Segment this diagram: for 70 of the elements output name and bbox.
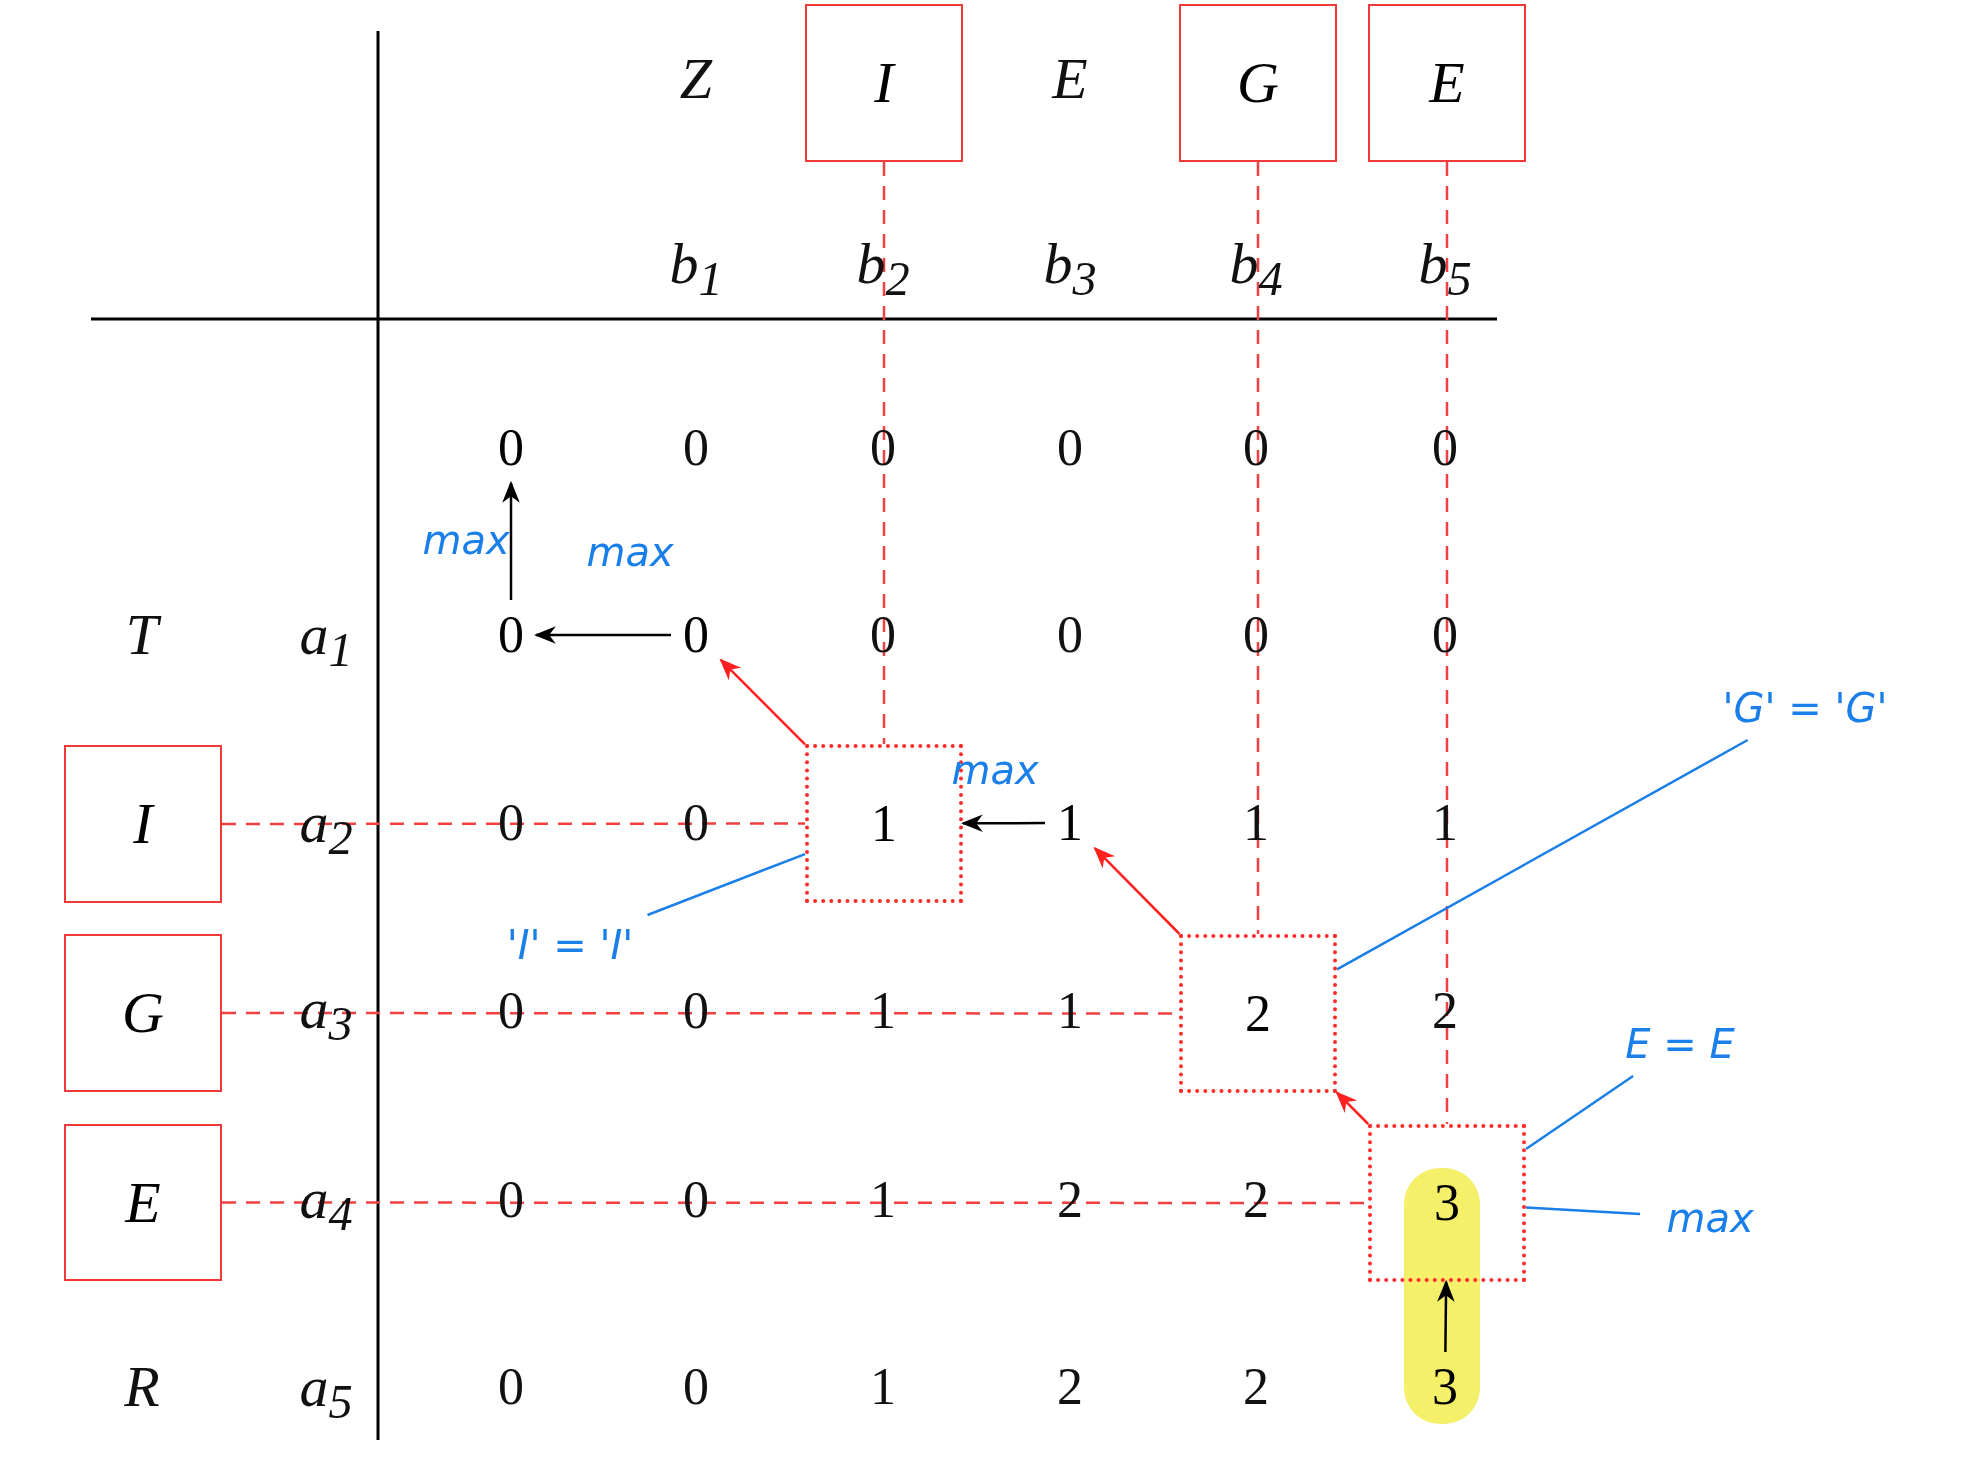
letter-box: G [64, 934, 222, 1092]
table-value: 0 [1432, 422, 1458, 474]
leader-line [647, 852, 806, 917]
sequence-letter: Z [679, 50, 713, 108]
handwritten-note: 'I' = 'I' [470, 915, 670, 975]
table-value: 1 [1432, 797, 1458, 849]
sequence-letter: E [1052, 50, 1088, 108]
letter-box: I [805, 4, 963, 162]
dashed-line [222, 822, 805, 826]
table-value: 1 [870, 985, 896, 1037]
table-value: 0 [683, 422, 709, 474]
sequence-letter: R [124, 1358, 160, 1416]
table-value: 0 [1057, 609, 1083, 661]
index-label: a$_{5}$ [299, 1357, 353, 1427]
leader-line [1525, 1074, 1634, 1151]
arrow [960, 814, 1045, 833]
arrow [1437, 1279, 1455, 1352]
arrow [533, 626, 671, 644]
table-value: 0 [683, 797, 709, 849]
table-value: 0 [486, 600, 536, 670]
letter-box: G [1179, 4, 1337, 162]
table-value: 0 [683, 985, 709, 1037]
table-value: 0 [498, 797, 524, 849]
arrow [1093, 846, 1181, 935]
table-value: 0 [1243, 422, 1269, 474]
table-value: 2 [1432, 985, 1458, 1037]
table-value: 1 [1243, 797, 1269, 849]
table-value: 0 [683, 1174, 709, 1226]
arrow [502, 480, 520, 600]
table-value: 0 [671, 600, 721, 670]
handwritten-note: max [1640, 1188, 1780, 1248]
table-value: 2 [1057, 1361, 1083, 1413]
dashed-line [882, 162, 886, 744]
handwritten-note: E = E [1590, 1012, 1770, 1076]
handwritten-note: max [422, 520, 510, 560]
index-label: b$_{5}$ [1418, 234, 1472, 304]
table-value: 0 [870, 422, 896, 474]
table-value: 3 [1420, 1352, 1470, 1422]
table-value: 1 [870, 1361, 896, 1413]
index-label: b$_{2}$ [856, 234, 910, 304]
letter-box: E [1368, 4, 1526, 162]
table-value: 0 [1243, 609, 1269, 661]
table-value: 0 [498, 1174, 524, 1226]
table-value: 0 [683, 1361, 709, 1413]
arrow [719, 658, 806, 746]
index-label: b$_{1}$ [669, 234, 723, 304]
index-label: b$_{4}$ [1229, 234, 1283, 304]
table-value: 2 [1243, 1361, 1269, 1413]
table-value: 0 [1057, 422, 1083, 474]
dashed-line [1256, 162, 1260, 934]
table-value: 0 [1432, 609, 1458, 661]
leader-line [1336, 738, 1749, 971]
table-value: 0 [498, 985, 524, 1037]
table-value: 0 [498, 1361, 524, 1413]
highlight-box: 2 [1179, 934, 1337, 1093]
arrow [1335, 1091, 1370, 1125]
dashed-line [1445, 162, 1449, 1124]
table-value: 0 [486, 413, 536, 483]
leader-line [1525, 1206, 1641, 1216]
table-value: 2 [1243, 1174, 1269, 1226]
handwritten-note: 'G' = 'G' [1690, 676, 1920, 740]
letter-box: E [64, 1124, 222, 1281]
table-value: 0 [870, 609, 896, 661]
index-label: a$_{1}$ [299, 605, 353, 675]
index-label: b$_{3}$ [1043, 234, 1097, 304]
letter-box: I [64, 745, 222, 903]
handwritten-note: max [586, 532, 674, 572]
highlight-box: 3 [1368, 1124, 1526, 1282]
table-value: 1 [870, 1174, 896, 1226]
table-value: 1 [1045, 788, 1095, 858]
